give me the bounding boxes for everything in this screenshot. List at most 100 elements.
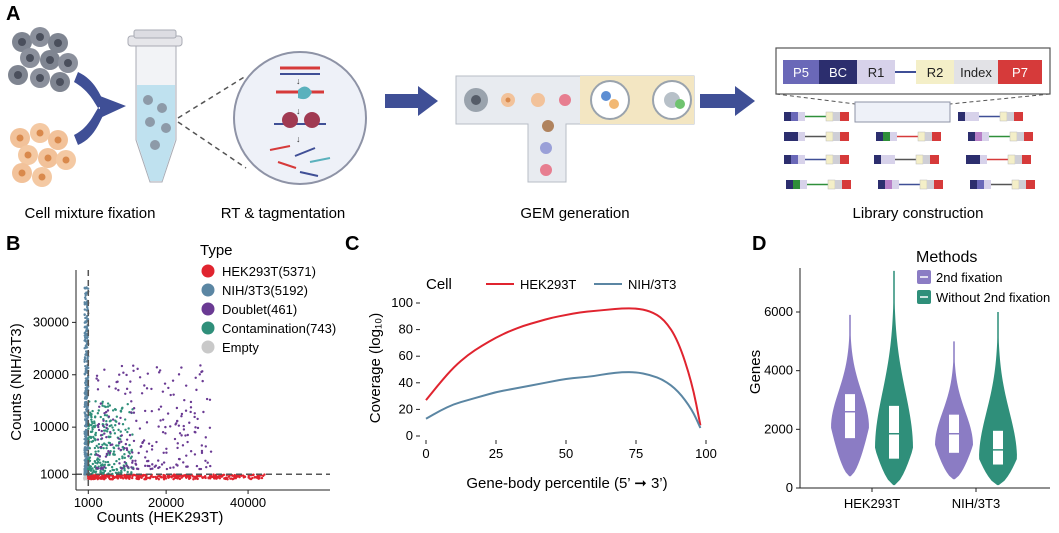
scatter-point xyxy=(193,430,196,434)
scatter-point xyxy=(184,409,188,412)
scatter-point xyxy=(86,317,90,321)
violin-without-2nd-fixation xyxy=(979,312,1017,486)
scatter-point xyxy=(108,404,112,407)
y-tick-label: 2000 xyxy=(764,421,793,436)
scatter-point xyxy=(147,442,151,445)
scatter-point xyxy=(189,400,193,404)
legend-label: Contamination(743) xyxy=(222,321,336,336)
svg-text:↓: ↓ xyxy=(296,76,301,86)
scatter-point xyxy=(194,376,197,379)
fragment-block xyxy=(881,155,888,164)
scatter-point xyxy=(161,430,165,434)
scatter-point xyxy=(120,434,123,437)
scatter-point xyxy=(200,449,204,453)
scatter-point xyxy=(189,450,193,453)
scatter-point xyxy=(85,454,88,457)
scatter-point xyxy=(243,475,247,479)
scatter-point xyxy=(91,409,94,413)
scatter-point xyxy=(234,476,237,479)
fragment-block xyxy=(972,112,979,121)
scatter-point xyxy=(111,474,114,478)
scatter-point xyxy=(185,465,188,468)
scatter-point xyxy=(85,340,88,343)
scatter-point xyxy=(208,398,212,402)
scatter-point xyxy=(112,428,115,432)
scatter-point xyxy=(251,476,254,480)
fragment-block xyxy=(923,155,930,164)
scatter-point xyxy=(125,373,128,377)
scatter-point xyxy=(87,427,90,430)
scatter-point xyxy=(138,427,142,430)
scatter-point xyxy=(182,461,185,464)
scatter-point xyxy=(174,422,178,425)
scatter-point xyxy=(107,415,111,418)
scatter-point xyxy=(85,431,88,434)
scatter-point xyxy=(100,445,103,449)
scatter-point xyxy=(83,467,86,470)
scatter-point xyxy=(125,464,129,467)
scatter-point xyxy=(96,454,100,457)
scatter-point xyxy=(118,457,121,461)
scatter-point xyxy=(141,440,145,444)
scatter-point xyxy=(128,443,131,447)
scatter-point xyxy=(83,430,86,434)
scatter-point xyxy=(113,476,116,479)
scatter-point xyxy=(166,412,170,415)
scatter-point xyxy=(90,415,93,419)
scatter-point xyxy=(121,423,125,426)
construct-r2 xyxy=(916,60,954,84)
scatter-point xyxy=(103,463,107,467)
scatter-point xyxy=(99,464,103,467)
fragment-block xyxy=(1014,112,1023,121)
scatter-point xyxy=(83,411,86,414)
scatter-point xyxy=(103,411,106,415)
scatter-point xyxy=(93,425,96,429)
construct-bc-label: BC xyxy=(829,65,847,80)
scatter-point xyxy=(247,476,250,479)
legend-swatch xyxy=(201,302,215,316)
violin-ylabel: Genes xyxy=(747,350,764,394)
scatter-point xyxy=(84,413,88,416)
scatter-point xyxy=(201,379,204,383)
scatter-point xyxy=(105,446,108,450)
scatter-point xyxy=(173,473,177,477)
y-tick-label: 100 xyxy=(391,295,413,310)
scatter-point xyxy=(165,447,168,450)
scatter-point xyxy=(163,475,166,479)
fragment-block xyxy=(876,132,883,141)
scatter-point xyxy=(109,477,112,481)
scatter-point xyxy=(100,429,103,433)
scatter-point xyxy=(84,471,87,474)
scatter-point xyxy=(146,464,149,468)
fragment-block xyxy=(833,112,840,121)
scatter-point xyxy=(88,477,91,480)
scatter-point xyxy=(117,428,120,432)
scatter-point xyxy=(90,412,93,416)
scatter-point xyxy=(217,476,220,479)
scatter-point xyxy=(112,450,116,453)
scatter-point xyxy=(90,420,94,423)
scatter-point xyxy=(119,409,123,413)
scatter-point xyxy=(102,419,105,422)
scatter-point xyxy=(127,454,130,458)
fragment-block xyxy=(885,180,892,189)
scatter-point xyxy=(131,433,134,436)
scatter-point xyxy=(157,459,160,462)
fragment-block xyxy=(1026,180,1035,189)
scatter-point xyxy=(84,441,87,444)
fragment-block xyxy=(970,180,977,189)
scatter-point xyxy=(83,478,86,481)
scatter-point xyxy=(162,461,166,464)
scatter-point xyxy=(176,477,179,480)
fragment-block xyxy=(842,180,851,189)
scatter-point xyxy=(101,424,105,427)
fragment-block xyxy=(892,180,899,189)
scatter-point xyxy=(196,477,199,481)
scatter-legend: HEK293T(5371)NIH/3T3(5192)Doublet(461)Co… xyxy=(201,264,336,355)
scatter-point xyxy=(176,446,179,450)
scatter-point xyxy=(143,409,147,413)
fragment-block xyxy=(878,180,885,189)
scatter-point xyxy=(175,420,179,423)
construct-p7-label: P7 xyxy=(1012,65,1028,80)
